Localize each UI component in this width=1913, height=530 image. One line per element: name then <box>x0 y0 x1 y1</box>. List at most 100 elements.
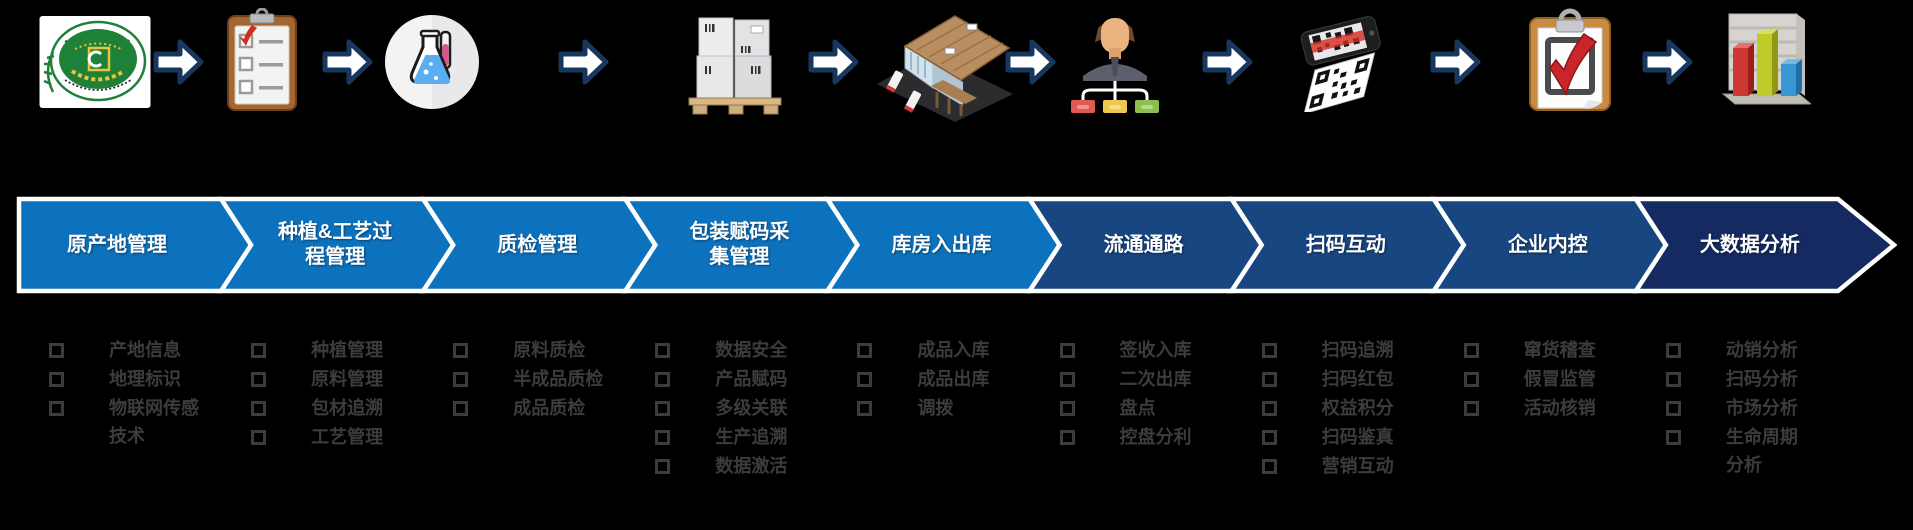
square-bullet-icon <box>857 343 873 358</box>
stage-detail-column: 数据安全 产品赋码 多级关联 生产追溯 数据激活 <box>655 336 831 481</box>
flow-arrow-icon <box>806 35 860 89</box>
square-bullet-icon <box>655 372 671 387</box>
stage-detail-column: 种植管理 原料管理 包材追溯 工艺管理 <box>251 336 427 452</box>
list-item: 营销互动 <box>1261 452 1438 480</box>
square-bullet-icon <box>1665 401 1681 416</box>
list-item: 签收入库 <box>1059 336 1236 364</box>
square-bullet-icon <box>49 401 64 416</box>
stage-detail-lists: 产地信息 地理标识 物联网传感 技术 种植管理 原料管理 包材追溯 工艺管理 原… <box>16 336 1897 526</box>
stage-detail-column: 扫码追溯 扫码红包 权益积分 扫码鉴真 营销互动 <box>1261 336 1438 481</box>
list-item: 扫码追溯 <box>1261 336 1438 364</box>
square-bullet-icon <box>1261 401 1277 416</box>
flow-arrow-icon <box>1428 35 1482 89</box>
list-item: 数据激活 <box>655 452 831 480</box>
list-item: 调拨 <box>857 394 1033 422</box>
stage-label: 流通通路 <box>1103 233 1184 256</box>
stage-detail-column: 产地信息 地理标识 物联网传感 技术 <box>49 336 225 451</box>
list-item: 市场分析 <box>1665 394 1842 422</box>
square-bullet-icon <box>1261 372 1277 387</box>
square-bullet-icon <box>1059 430 1075 445</box>
list-item: 多级关联 <box>655 394 831 422</box>
square-bullet-icon <box>453 343 469 358</box>
list-item: 扫码分析 <box>1665 365 1842 393</box>
list-item: 原料质检 <box>453 336 629 364</box>
list-item: 数据安全 <box>655 336 831 364</box>
list-item: 工艺管理 <box>251 423 427 451</box>
list-item: 扫码红包 <box>1261 365 1438 393</box>
flow-arrow-icon <box>1003 35 1057 89</box>
square-bullet-icon <box>857 372 873 387</box>
list-item: 成品出库 <box>857 365 1033 393</box>
list-item: 控盘分利 <box>1059 423 1236 451</box>
square-bullet-icon <box>251 430 267 445</box>
checklist-clipboard-icon <box>226 8 298 112</box>
square-bullet-icon <box>1665 372 1681 387</box>
list-item: 盘点 <box>1059 394 1236 422</box>
square-bullet-icon <box>1059 401 1075 416</box>
square-bullet-icon <box>1059 372 1075 387</box>
list-item: 半成品质检 <box>453 365 629 393</box>
stage-label: 扫码互动 <box>1305 233 1386 256</box>
stage-label: 原产地管理 <box>67 233 168 256</box>
qr-code-scan-icon <box>1285 12 1395 112</box>
square-bullet-icon <box>1463 343 1479 358</box>
flow-arrow-icon <box>151 35 205 89</box>
process-stage-banner: 原产地管理 种植&工艺过 程管理 质检管理 包装赋码采 集管理 库房入出库 流通… <box>16 196 1897 294</box>
list-item: 产地信息 <box>49 336 225 364</box>
square-bullet-icon <box>1665 430 1681 445</box>
list-item: 假冒监管 <box>1463 365 1640 393</box>
square-bullet-icon <box>49 343 64 358</box>
square-bullet-icon <box>1261 343 1277 358</box>
list-item: 产品赋码 <box>655 365 831 393</box>
flow-arrow-icon <box>320 35 374 89</box>
square-bullet-icon <box>1463 372 1479 387</box>
square-bullet-icon <box>251 401 267 416</box>
pallet-boxes-icon <box>685 8 785 116</box>
list-item: 原料管理 <box>251 365 427 393</box>
list-item: 物联网传感 技术 <box>49 394 225 450</box>
stage-label: 包装赋码采 集管理 <box>689 221 790 268</box>
list-item: 动销分析 <box>1665 336 1842 364</box>
list-item: 生产追溯 <box>655 423 831 451</box>
list-item: 活动核销 <box>1463 394 1640 422</box>
flow-arrow-icon <box>1640 35 1694 89</box>
square-bullet-icon <box>49 372 64 387</box>
square-bullet-icon <box>655 430 671 445</box>
flow-arrow-icon <box>1200 35 1254 89</box>
list-item: 窜货稽查 <box>1463 336 1640 364</box>
list-item: 种植管理 <box>251 336 427 364</box>
stage-detail-column: 成品入库 成品出库 调拨 <box>857 336 1033 423</box>
list-item: 地理标识 <box>49 365 225 393</box>
gi-certification-emblem-icon <box>39 14 151 110</box>
distribution-network-person-icon <box>1065 8 1165 120</box>
square-bullet-icon <box>655 401 671 416</box>
square-bullet-icon <box>251 343 267 358</box>
stage-label: 企业内控 <box>1507 233 1588 256</box>
list-item: 成品入库 <box>857 336 1033 364</box>
warehouse-icon <box>875 10 1015 122</box>
square-bullet-icon <box>857 401 873 416</box>
square-bullet-icon <box>1665 343 1681 358</box>
stage-label: 种植&工艺过 程管理 <box>277 221 393 268</box>
bar-chart-3d-icon <box>1719 12 1811 110</box>
square-bullet-icon <box>655 459 671 474</box>
list-item: 二次出库 <box>1059 365 1236 393</box>
audit-check-clipboard-icon <box>1526 8 1614 114</box>
square-bullet-icon <box>1463 401 1479 416</box>
flow-arrow-icon <box>556 35 610 89</box>
stage-detail-column: 签收入库 二次出库 盘点 控盘分利 <box>1059 336 1236 452</box>
stage-chevron <box>1631 196 1897 294</box>
stage-detail-column: 动销分析 扫码分析 市场分析 生命周期 分析 <box>1665 336 1842 480</box>
square-bullet-icon <box>453 401 469 416</box>
stage-label: 质检管理 <box>497 233 578 256</box>
list-item: 权益积分 <box>1261 394 1438 422</box>
square-bullet-icon <box>1261 459 1277 474</box>
list-item: 扫码鉴真 <box>1261 423 1438 451</box>
stage-label: 大数据分析 <box>1699 233 1800 256</box>
stage-label: 库房入出库 <box>891 233 992 256</box>
stage-detail-column: 窜货稽查 假冒监管 活动核销 <box>1463 336 1640 423</box>
stage-detail-column: 原料质检 半成品质检 成品质检 <box>453 336 629 423</box>
square-bullet-icon <box>1059 343 1075 358</box>
square-bullet-icon <box>1261 430 1277 445</box>
